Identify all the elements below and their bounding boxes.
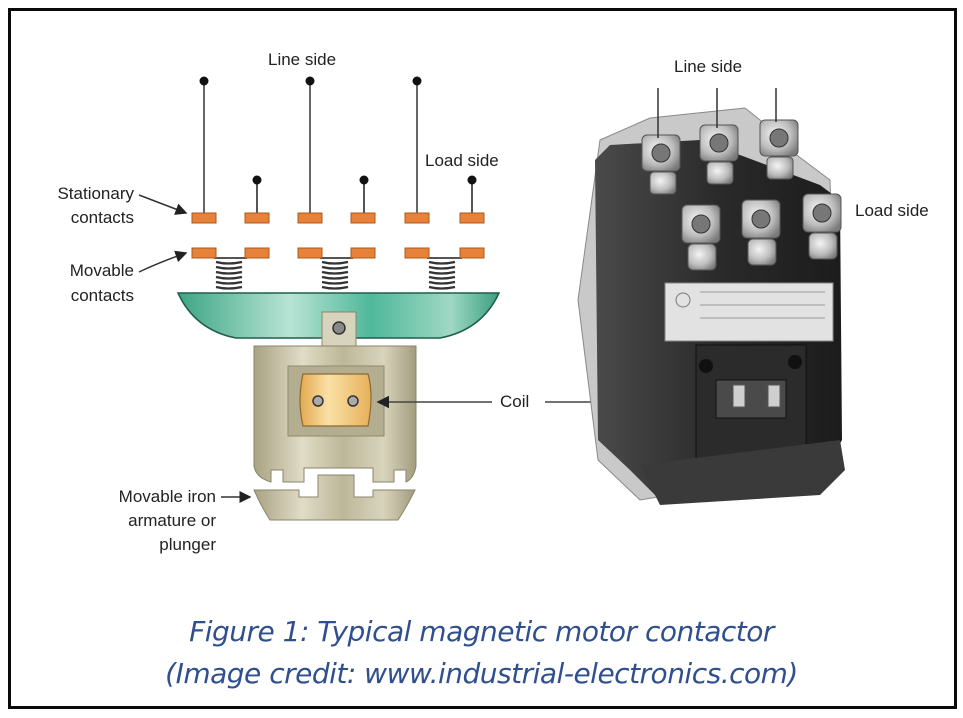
photo-line-side-label: Line side (674, 57, 743, 76)
movable-contact (297, 247, 323, 259)
movable-contacts-arrow (138, 250, 188, 273)
stationary-contact (404, 212, 430, 224)
terminal-dot (252, 175, 262, 185)
terminal-dot (359, 175, 369, 185)
movable-contact (404, 247, 430, 259)
load-side-lugs (681, 193, 842, 271)
coil-terminal-icon (767, 384, 781, 408)
movable-contacts-label-line1: Movable (69, 261, 134, 280)
movable-contacts-label-line2: contacts (70, 286, 134, 305)
coil (299, 373, 372, 427)
load-side-terminals (252, 175, 477, 218)
movable-contacts (191, 247, 485, 259)
movable-contact (244, 247, 270, 259)
diagram-load-side-label: Load side (425, 151, 499, 170)
stationary-contact (459, 212, 485, 224)
stationary-contacts-label-line1: Stationary (57, 184, 134, 203)
stationary-contacts-arrow (138, 194, 188, 215)
terminal-dot (305, 76, 315, 86)
contactor-base (640, 440, 845, 505)
stationary-contact (297, 212, 323, 224)
nameplate (664, 282, 834, 342)
movable-contact (191, 247, 217, 259)
line-side-terminals (199, 76, 422, 218)
terminal-dot (467, 175, 477, 185)
screw-icon (332, 321, 346, 335)
coil-terminal-icon (347, 395, 359, 407)
stationary-contacts (191, 212, 485, 224)
figure-caption-credit: (Image credit: www.industrial-electronic… (165, 657, 798, 690)
spring (215, 260, 243, 290)
coil-terminal-icon (732, 384, 746, 408)
spring (428, 260, 456, 290)
terminal-dot (199, 76, 209, 86)
stationary-contact (191, 212, 217, 224)
armature-label-line2: armature or (128, 511, 216, 530)
spring (321, 260, 349, 290)
diagram-line-side-label: Line side (268, 50, 337, 69)
figure-caption-title: Figure 1: Typical magnetic motor contact… (189, 615, 774, 648)
armature-label-line3: plunger (159, 535, 216, 554)
stationary-contacts-label-line2: contacts (70, 208, 134, 227)
movable-contact (459, 247, 485, 259)
coil-terminal-icon (312, 395, 324, 407)
coil-label: Coil (500, 392, 530, 411)
brand-logo-icon (675, 292, 691, 308)
line-side-lugs (641, 119, 799, 195)
photo-load-side-label: Load side (855, 201, 929, 220)
movable-armature (253, 474, 416, 521)
stationary-contact (244, 212, 270, 224)
stationary-contact (350, 212, 376, 224)
movable-contact (350, 247, 376, 259)
terminal-dot (412, 76, 422, 86)
armature-label-line1: Movable iron (118, 487, 216, 506)
springs (215, 260, 456, 290)
